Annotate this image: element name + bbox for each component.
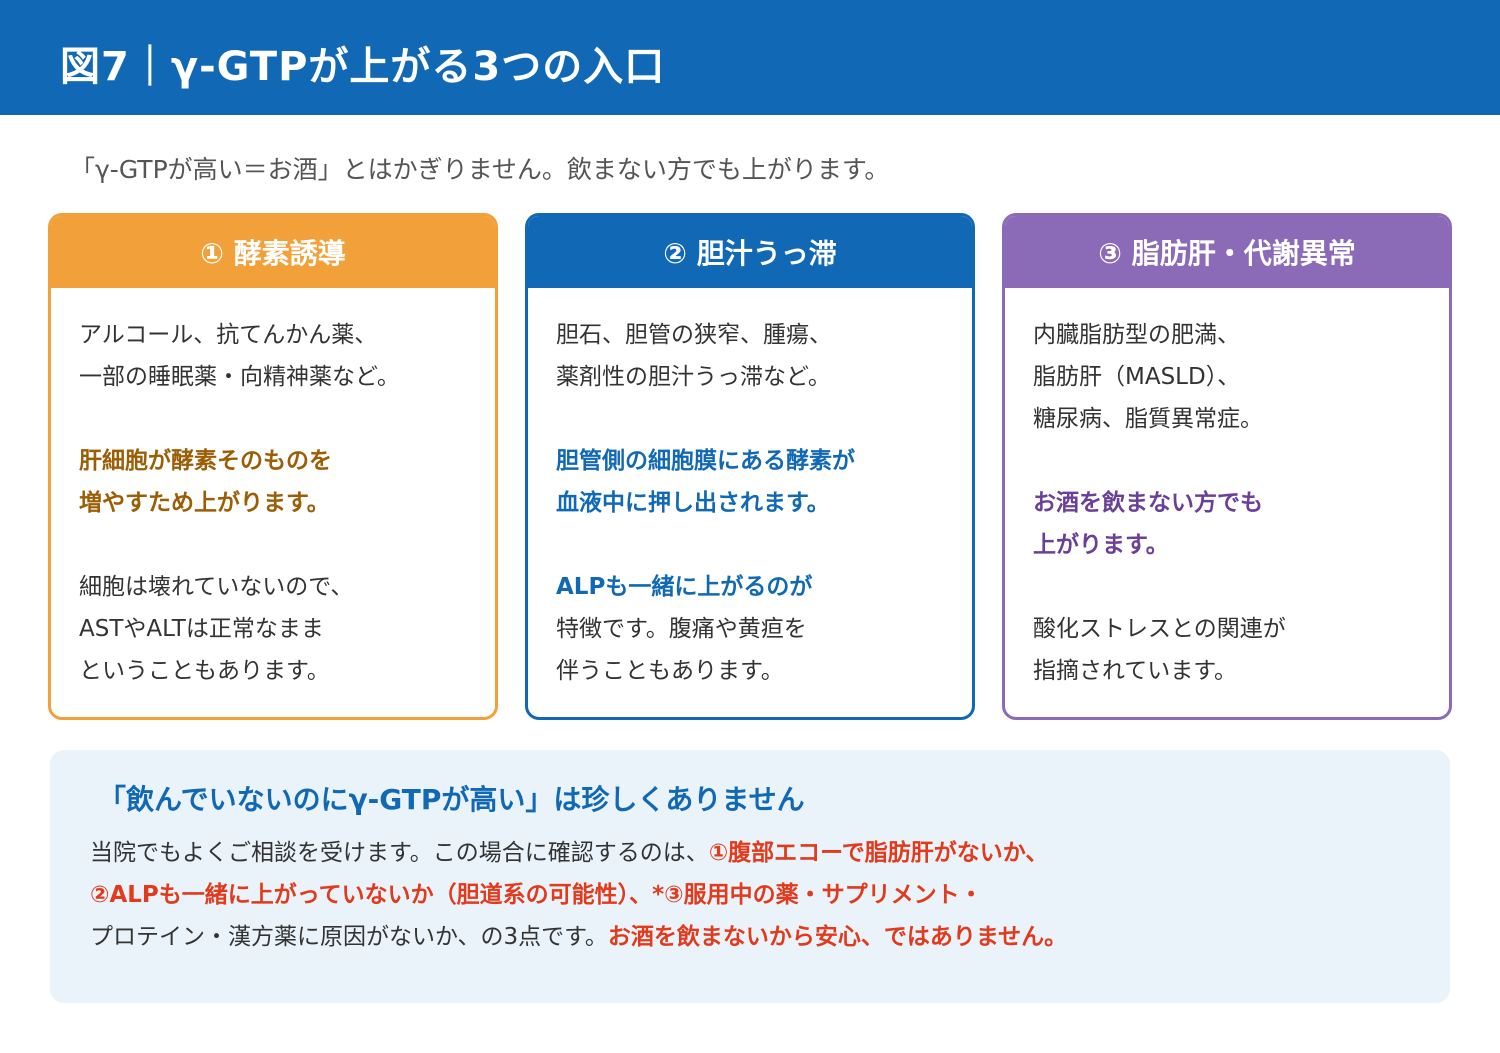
card-highlight-line: 血液中に押し出されます。 (556, 490, 830, 516)
card-cholestasis: ② 胆汁うっ滞 胆石、胆管の狭窄、腫瘍、 薬剤性の胆汁うっ滞など。 胆管側の細胞… (525, 213, 975, 720)
line-gap (79, 524, 467, 566)
card-header: ② 胆汁うっ滞 (528, 216, 972, 288)
card-line: 特徴です。腹痛や黄疸を (556, 616, 807, 642)
card-line: 一部の睡眠薬・向精神薬など。 (79, 364, 400, 390)
note-text: 当院でもよくご相談を受けます。この場合に確認するのは、 (90, 840, 709, 866)
card-body: 内臓脂肪型の肥満、 脂肪肝（MASLD）、 糖尿病、脂質異常症。 お酒を飲まない… (1005, 288, 1449, 692)
card-header: ③ 脂肪肝・代謝異常 (1005, 216, 1449, 288)
note-line: プロテイン・漢方薬に原因がないか、の3点です。お酒を飲まないから安心、ではありま… (90, 916, 1067, 958)
card-line: 酸化ストレスとの関連が (1033, 616, 1286, 642)
card-body: アルコール、抗てんかん薬、 一部の睡眠薬・向精神薬など。 肝細胞が酵素そのものを… (51, 288, 495, 692)
card-highlight-line: 胆管側の細胞膜にある酵素が (556, 448, 855, 474)
card-line: ということもあります。 (79, 658, 330, 684)
card-line: 指摘されています。 (1033, 658, 1238, 684)
note-line: 当院でもよくご相談を受けます。この場合に確認するのは、①腹部エコーで脂肪肝がない… (90, 832, 1067, 874)
card-line: ASTやALTは正常なまま (79, 616, 324, 642)
card-highlight-line: 増やすため上がります。 (79, 490, 330, 516)
card-highlight-line: 肝細胞が酵素そのものを (79, 448, 332, 474)
card-line: アルコール、抗てんかん薬、 (79, 322, 378, 348)
card-line: 薬剤性の胆汁うっ滞など。 (556, 364, 831, 390)
card-line: 内臓脂肪型の肥満、 (1033, 322, 1240, 348)
card-header: ① 酵素誘導 (51, 216, 495, 288)
line-gap (1033, 440, 1421, 482)
note-emphasis: ②ALPも一緒に上がっていないか（胆道系の可能性）、*③服用中の薬・サプリメント… (90, 882, 983, 908)
card-line: 胆石、胆管の狭窄、腫瘍、 (556, 322, 832, 348)
card-highlight-line: ALPも一緒に上がるのが (556, 574, 813, 600)
card-body: 胆石、胆管の狭窄、腫瘍、 薬剤性の胆汁うっ滞など。 胆管側の細胞膜にある酵素が … (528, 288, 972, 692)
card-enzyme-induction: ① 酵素誘導 アルコール、抗てんかん薬、 一部の睡眠薬・向精神薬など。 肝細胞が… (48, 213, 498, 720)
card-line: 脂肪肝（MASLD）、 (1033, 364, 1241, 390)
line-gap (556, 524, 944, 566)
note-emphasis: ①腹部エコーで脂肪肝がないか、 (708, 840, 1049, 866)
note-box: 「飲んでいないのにγ-GTPが高い」は珍しくありません 当院でもよくご相談を受け… (50, 750, 1450, 1003)
page-subtitle: 「γ-GTPが高い＝お酒」とはかぎりません。飲まない方でも上がります。 (70, 155, 890, 184)
line-gap (556, 398, 944, 440)
page-header: 図7｜γ-GTPが上がる3つの入口 (0, 0, 1500, 115)
card-fatty-liver: ③ 脂肪肝・代謝異常 内臓脂肪型の肥満、 脂肪肝（MASLD）、 糖尿病、脂質異… (1002, 213, 1452, 720)
card-line: 糖尿病、脂質異常症。 (1033, 406, 1263, 432)
note-title: 「飲んでいないのにγ-GTPが高い」は珍しくありません (98, 783, 805, 816)
note-line: ②ALPも一緒に上がっていないか（胆道系の可能性）、*③服用中の薬・サプリメント… (90, 874, 1067, 916)
page-title: 図7｜γ-GTPが上がる3つの入口 (60, 44, 666, 90)
line-gap (1033, 566, 1421, 608)
card-highlight-line: 上がります。 (1033, 532, 1169, 558)
line-gap (79, 398, 467, 440)
card-line: 伴うこともあります。 (556, 658, 784, 684)
note-text: プロテイン・漢方薬に原因がないか、の3点です。 (90, 924, 608, 950)
card-highlight-line: お酒を飲まない方でも (1033, 490, 1263, 516)
note-body: 当院でもよくご相談を受けます。この場合に確認するのは、①腹部エコーで脂肪肝がない… (90, 832, 1067, 958)
note-emphasis: お酒を飲まないから安心、ではありません。 (607, 924, 1068, 950)
card-line: 細胞は壊れていないので、 (79, 574, 354, 600)
